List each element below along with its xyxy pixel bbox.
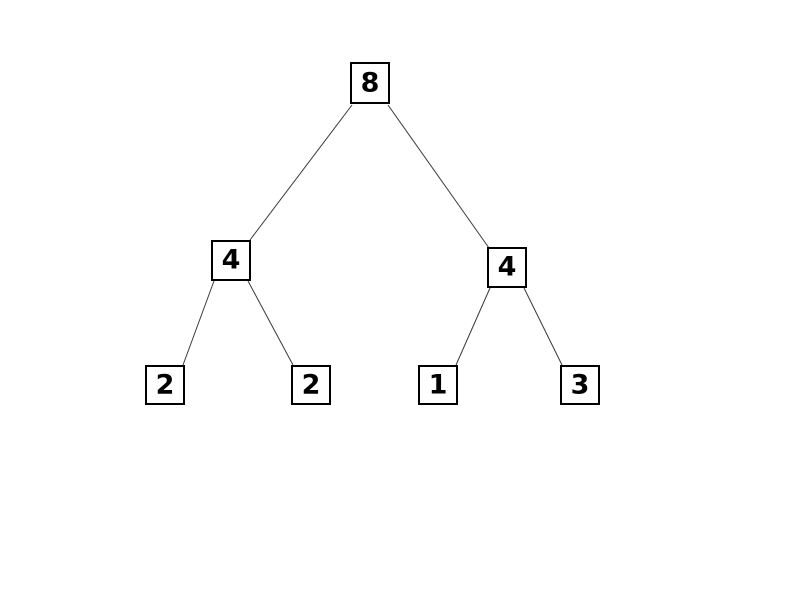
tree-edge-root-to-n-r (387, 104, 490, 249)
tree-node-n-ll[interactable]: 2 (145, 365, 185, 405)
tree-node-n-rl[interactable]: 1 (418, 365, 458, 405)
tree-edge-n-r-to-n-rr (523, 287, 563, 366)
tree-edge-root-to-n-l (249, 104, 353, 241)
tree-edges (182, 104, 563, 366)
tree-node-n-r[interactable]: 4 (487, 247, 527, 288)
tree-node-root[interactable]: 8 (350, 62, 390, 104)
tree-edge-n-l-to-n-lr (247, 280, 294, 366)
tree-node-n-lr[interactable]: 2 (291, 365, 331, 405)
tree-edge-n-l-to-n-ll (182, 280, 215, 366)
tree-node-value: 2 (301, 369, 321, 400)
tree-node-value: 2 (155, 369, 175, 400)
tree-node-value: 4 (221, 244, 241, 276)
tree-node-n-rr[interactable]: 3 (560, 365, 600, 405)
tree-node-value: 8 (360, 67, 380, 98)
tree-node-value: 3 (570, 369, 590, 400)
tree-node-value: 1 (428, 369, 448, 400)
tree-node-value: 4 (497, 251, 517, 283)
tree-edge-n-r-to-n-rl (455, 287, 491, 366)
tree-node-n-l[interactable]: 4 (211, 240, 251, 281)
